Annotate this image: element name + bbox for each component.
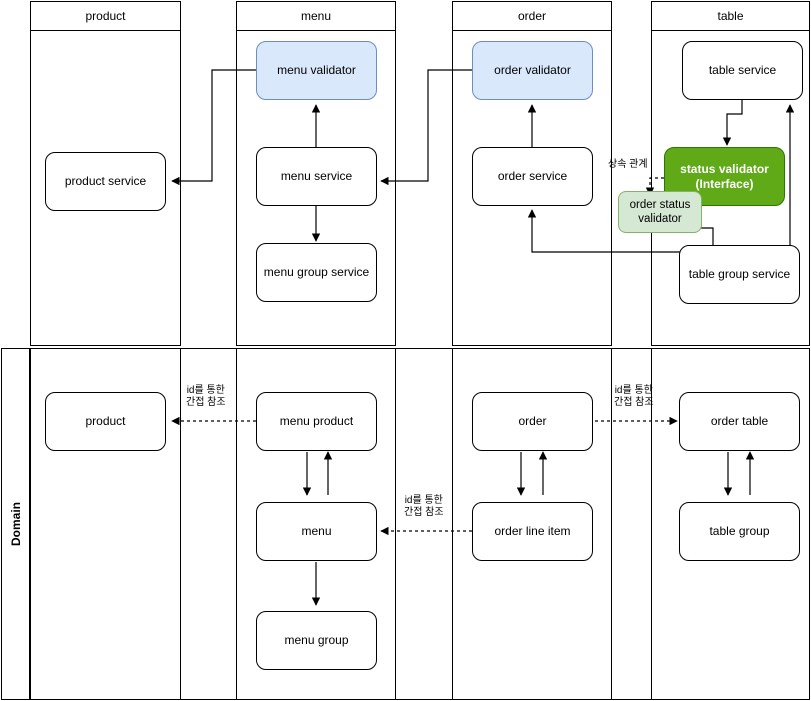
node-label-order-line-item: order line item — [494, 524, 571, 538]
node-order[interactable]: order — [472, 392, 593, 451]
node-label-table-group-service: table group service — [688, 267, 791, 281]
node-label-order-status-validator-line2: validator — [638, 213, 682, 225]
node-order-validator[interactable]: order validator — [472, 41, 593, 100]
node-label-order-service: order service — [497, 169, 568, 183]
node-table-group-service[interactable]: table group service — [679, 245, 800, 304]
lane-header-product: product — [30, 1, 181, 31]
node-label-menu: menu — [301, 524, 332, 538]
lane-body-menu-domain — [236, 348, 396, 700]
node-label-table-service: table service — [708, 63, 777, 77]
lane-body-order-service — [452, 31, 612, 346]
node-status-validator[interactable]: status validator (Interface) — [664, 147, 785, 206]
lane-label-menu: menu — [300, 9, 332, 23]
node-product-service[interactable]: product service — [45, 152, 166, 211]
node-label-order: order — [518, 414, 547, 428]
node-order-service[interactable]: order service — [472, 147, 593, 206]
node-label-status-validator-line2: (Interface) — [695, 176, 754, 191]
node-label-status-validator-line1: status validator — [680, 161, 769, 176]
lane-header-table: table — [651, 1, 810, 31]
lane-body-order-domain — [452, 348, 612, 700]
node-label-menu-product: menu product — [279, 414, 354, 428]
node-label-table-group: table group — [709, 524, 770, 538]
node-label-product: product — [85, 414, 126, 428]
node-menu-validator[interactable]: menu validator — [256, 41, 377, 100]
node-label-menu-group-service: menu group service — [263, 265, 370, 279]
node-menu-service[interactable]: menu service — [256, 147, 377, 206]
node-menu-product[interactable]: menu product — [256, 392, 377, 451]
lane-label-order: order — [517, 9, 546, 23]
node-label-order-table: order table — [710, 414, 769, 428]
node-label-order-validator: order validator — [494, 63, 571, 77]
node-menu-group[interactable]: menu group — [256, 611, 377, 670]
pool-label-domain: Domain — [1, 348, 30, 700]
node-label-menu-validator: menu validator — [277, 63, 356, 77]
node-label-order-status-validator-line1: order status — [629, 198, 691, 211]
lane-label-table: table — [717, 9, 744, 23]
lane-body-product-domain — [30, 348, 181, 700]
node-label-menu-service: menu service — [280, 169, 353, 183]
node-order-line-item[interactable]: order line item — [472, 502, 593, 561]
edge-table-service-to-status-validator — [722, 100, 743, 146]
node-order-status-validator[interactable]: order status validator — [618, 191, 702, 233]
node-menu-group-service[interactable]: menu group service — [256, 243, 377, 302]
node-label-product-service: product service — [64, 174, 147, 188]
node-product[interactable]: product — [45, 392, 166, 451]
node-menu[interactable]: menu — [256, 502, 377, 561]
lane-label-product: product — [85, 9, 126, 23]
node-table-service[interactable]: table service — [682, 41, 803, 100]
edge-menu-validator-to-product-service — [171, 69, 256, 186]
lane-body-product-service — [30, 31, 181, 346]
node-label-menu-group: menu group — [284, 633, 349, 647]
lane-header-order: order — [452, 1, 612, 31]
lane-header-menu: menu — [236, 1, 396, 31]
lane-body-table-domain — [651, 348, 810, 700]
pool-label-domain-text: Domain — [8, 501, 23, 547]
lane-body-menu-service — [236, 31, 396, 346]
edge-order-validator-to-menu-service — [380, 69, 472, 186]
node-table-group[interactable]: table group — [679, 502, 800, 561]
node-order-table[interactable]: order table — [679, 392, 800, 451]
